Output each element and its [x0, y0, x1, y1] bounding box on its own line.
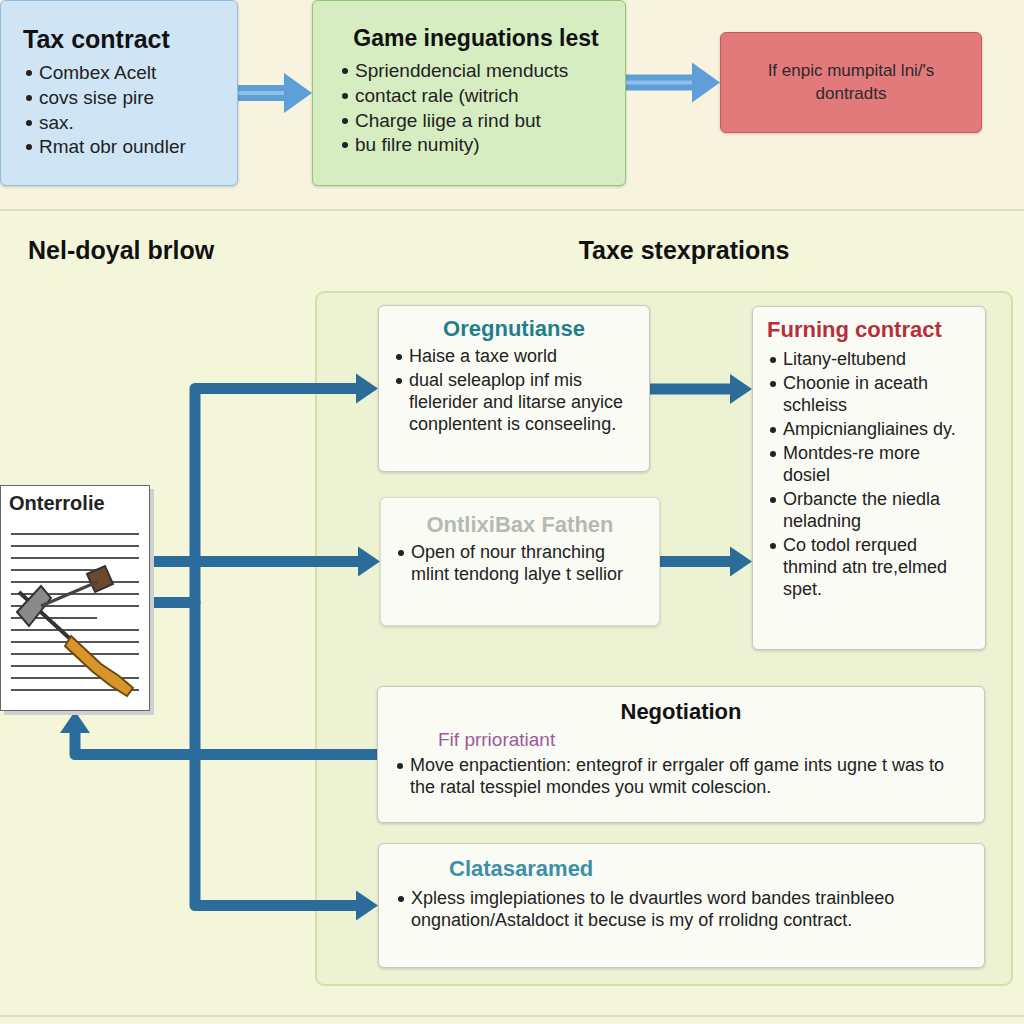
top-band	[0, 0, 1024, 210]
process-box: NegotiationFif prrioratiantMove enpactie…	[377, 686, 985, 823]
bullet-text: Choonie in aceath schleiss	[767, 373, 971, 417]
heading: OntlixiBax Fathen	[395, 512, 645, 538]
result-box: If enpic mumpital lni/'s dontradts	[720, 32, 982, 133]
bullet-text: Charge liige a rind but	[339, 110, 613, 133]
flow-arrow	[238, 73, 312, 113]
box-text: If enpic mumpital lni/'s dontradts	[735, 60, 967, 104]
flow-arrow	[60, 711, 377, 755]
section-label: Nel-doyal brlow	[28, 236, 214, 265]
bullet-text: Orbancte the niedla neladning	[767, 489, 971, 533]
bullet-text: Open of nour thranching mlint tendong la…	[395, 542, 645, 586]
heading: Onterrolie	[7, 492, 107, 515]
flow-arrow	[150, 547, 380, 577]
document-illustration	[1, 486, 151, 712]
flow-arrow	[660, 547, 752, 577]
heading: Clatasaramed	[395, 856, 968, 882]
heading: Game ineguations lest	[339, 25, 613, 52]
bullet-text: Montdes-re more dosiel	[767, 443, 971, 487]
flow-arrow	[150, 374, 378, 603]
subheading: Fif prrioratiant	[394, 729, 968, 751]
bullet-text: Rmat obr oundler	[23, 136, 225, 159]
bullet-text: Ampicniangliaines dy.	[767, 419, 971, 441]
flow-arrow	[150, 603, 378, 921]
flow-arrow	[650, 374, 752, 404]
band-divider	[0, 209, 1024, 211]
bullet-text: Move enpactiention: entegrof ir errgaler…	[394, 755, 968, 799]
bullet-text: Combex Acelt	[23, 62, 225, 85]
bullet-text: bu filre numity)	[339, 134, 613, 157]
document-icon: Onterrolie	[0, 485, 150, 711]
bullet-text: Haise a taxe world	[393, 346, 635, 368]
group-panel: Taxe stexprationsOregnutianseHaise a tax…	[316, 292, 1012, 985]
bullet-text: Sprienddencial menducts	[339, 60, 613, 83]
bullet-text: Co todol rerqued thmind atn tre,elmed sp…	[767, 535, 971, 601]
process-box: Tax contractCombex Aceltcovs sise piresa…	[0, 0, 238, 186]
bullet-text: Xpless imglepiationes to le dvaurtles wo…	[395, 888, 968, 932]
panel-ground	[316, 292, 1012, 985]
bullet-text: Litany-eltubend	[767, 349, 971, 371]
process-box: Game ineguations lestSprienddencial mend…	[312, 0, 626, 186]
bullet-text: covs sise pire	[23, 87, 225, 110]
bullet-text: contact rale (witrich	[339, 85, 613, 108]
process-box: ClatasaramedXpless imglepiationes to le …	[378, 843, 985, 968]
bullet-text: dual seleaplop inf mis flelerider and li…	[393, 370, 635, 436]
heading: Negotiation	[394, 699, 968, 725]
flow-arrow	[626, 63, 720, 103]
heading: Tax contract	[23, 25, 225, 54]
process-box: Furning contractLitany-eltubendChoonie i…	[752, 306, 986, 650]
process-box: OntlixiBax FathenOpen of nour thranching…	[380, 497, 660, 626]
process-box: OregnutianseHaise a taxe worlddual selea…	[378, 305, 650, 472]
bottom-rule	[0, 1015, 1024, 1017]
heading: Taxe stexprations	[316, 236, 1012, 265]
heading: Furning contract	[767, 317, 971, 343]
bullet-text: sax.	[23, 112, 225, 135]
heading: Oregnutianse	[393, 316, 635, 342]
